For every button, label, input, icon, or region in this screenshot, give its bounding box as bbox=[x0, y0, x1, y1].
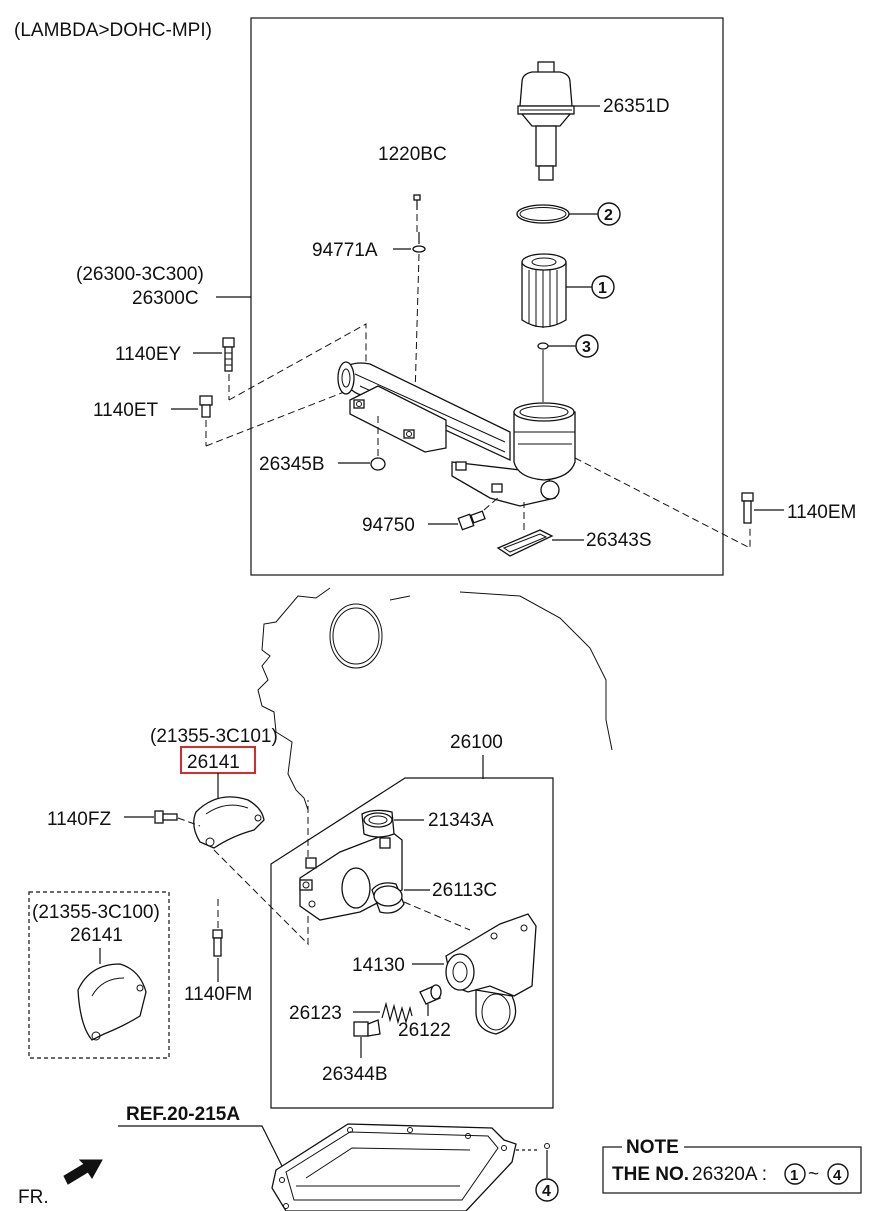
note-title: NOTE bbox=[626, 1137, 679, 1158]
plunger-26122-part[interactable] bbox=[419, 984, 442, 1005]
plug-26345B-part[interactable] bbox=[370, 457, 386, 471]
part-label-1140EY[interactable]: 1140EY bbox=[115, 344, 182, 365]
svg-text:4: 4 bbox=[542, 1183, 551, 1200]
gasket-26343S-part[interactable] bbox=[496, 529, 554, 557]
part-label-26141-alt[interactable]: 26141 bbox=[70, 925, 123, 946]
svg-text:2: 2 bbox=[604, 207, 613, 224]
dash-cover-to-pump bbox=[213, 800, 309, 946]
note-callout-4[interactable]: 4 bbox=[827, 1163, 849, 1185]
svg-text:3: 3 bbox=[582, 339, 591, 356]
oil-pump-cover-part[interactable] bbox=[193, 796, 265, 849]
note-tilde: ~ bbox=[808, 1164, 819, 1185]
callout-4-oil-pan[interactable]: 4 bbox=[535, 1178, 559, 1202]
front-direction-label: FR. bbox=[18, 1187, 49, 1208]
part-label-94771A[interactable]: 94771A bbox=[312, 240, 378, 261]
part-label-26343S[interactable]: 26343S bbox=[586, 530, 652, 551]
oil-pan-part[interactable] bbox=[271, 1123, 517, 1211]
bolt-1140FM-part[interactable] bbox=[212, 929, 223, 957]
note-callout-1[interactable]: 1 bbox=[784, 1163, 806, 1185]
stud-94771A-part[interactable] bbox=[412, 232, 426, 253]
part-label-1140ET[interactable]: 1140ET bbox=[93, 400, 159, 421]
part-label-26344B[interactable]: 26344B bbox=[322, 1064, 388, 1085]
note-title-mask bbox=[622, 1137, 684, 1155]
sensor-94750-part[interactable] bbox=[457, 510, 486, 531]
filter-element-part[interactable] bbox=[521, 253, 567, 328]
plug-26344B-part[interactable] bbox=[353, 1019, 381, 1037]
part-label-1220BC[interactable]: 1220BC bbox=[378, 144, 447, 165]
part-label-21343A[interactable]: 21343A bbox=[428, 810, 494, 831]
leader-oil-pan bbox=[118, 1125, 283, 1167]
part-label-14130[interactable]: 14130 bbox=[352, 955, 405, 976]
dash-1140EM bbox=[574, 457, 751, 549]
spring-26123-part[interactable] bbox=[381, 1001, 413, 1025]
seal-washer-part[interactable] bbox=[537, 342, 549, 350]
part-label-26141-highlighted[interactable]: 26141 bbox=[187, 752, 240, 773]
callout-3[interactable]: 3 bbox=[575, 334, 599, 358]
svg-text:4: 4 bbox=[833, 1167, 842, 1184]
part-label-26345B[interactable]: 26345B bbox=[259, 454, 325, 475]
note-text-prefix: THE NO. bbox=[612, 1164, 689, 1185]
part-label-21355-3C100[interactable]: (21355-3C100) bbox=[32, 902, 160, 923]
dash-1140FZ bbox=[177, 817, 201, 827]
part-label-21355-3C101[interactable]: (21355-3C101) bbox=[150, 726, 278, 747]
alt-oil-pump-cover-part[interactable] bbox=[77, 963, 147, 1041]
part-label-26100[interactable]: 26100 bbox=[450, 732, 503, 753]
bolt-1220BC-part[interactable] bbox=[413, 194, 421, 210]
part-label-94750[interactable]: 94750 bbox=[362, 515, 415, 536]
callout-1[interactable]: 1 bbox=[591, 275, 615, 299]
seal-26113C-part[interactable] bbox=[371, 882, 405, 914]
assembly-ref-main-label: 26300C bbox=[132, 288, 199, 309]
dash-94750 bbox=[483, 495, 501, 511]
dash-26113C bbox=[403, 901, 471, 931]
part-label-26351D[interactable]: 26351D bbox=[603, 96, 670, 117]
bolt-1140ET-part[interactable] bbox=[199, 395, 213, 418]
engine-block-outline bbox=[257, 587, 613, 811]
oil-strainer-part[interactable] bbox=[445, 913, 537, 1035]
oil-pan-drain-dot bbox=[544, 1143, 550, 1149]
engine-variant-label: (LAMBDA>DOHC-MPI) bbox=[14, 20, 212, 41]
part-label-1140EM[interactable]: 1140EM bbox=[787, 502, 856, 523]
bolt-1140FZ-part[interactable] bbox=[154, 810, 178, 824]
svg-text:1: 1 bbox=[598, 280, 607, 297]
note-part-number[interactable]: 26320A : bbox=[692, 1164, 767, 1185]
part-label-26123[interactable]: 26123 bbox=[289, 1003, 342, 1024]
part-label-1140FZ[interactable]: 1140FZ bbox=[47, 809, 111, 830]
oil-pan-ref-label[interactable]: REF.20-215A bbox=[126, 1104, 240, 1125]
filter-cap-part[interactable] bbox=[517, 61, 575, 181]
front-arrow-icon bbox=[63, 1159, 103, 1185]
o-ring-inner bbox=[519, 207, 567, 221]
callout-2[interactable]: 2 bbox=[597, 202, 621, 226]
dash-housing-left bbox=[228, 323, 367, 401]
part-label-26122[interactable]: 26122 bbox=[398, 1020, 451, 1041]
oil-filter-housing-part[interactable] bbox=[337, 361, 576, 507]
oil-pump-box bbox=[270, 777, 554, 1109]
svg-text:1: 1 bbox=[790, 1167, 798, 1184]
rotor-21343A-part[interactable] bbox=[361, 809, 395, 838]
bolt-1140EY-part[interactable] bbox=[222, 337, 235, 372]
bolt-1140EM-part[interactable] bbox=[741, 492, 754, 524]
part-label-26113C[interactable]: 26113C bbox=[432, 880, 497, 901]
assembly-ref-paren-label: (26300-3C300) bbox=[76, 264, 204, 285]
alt-cover-box bbox=[28, 891, 170, 1059]
part-label-1140FM[interactable]: 1140FM bbox=[184, 984, 252, 1005]
